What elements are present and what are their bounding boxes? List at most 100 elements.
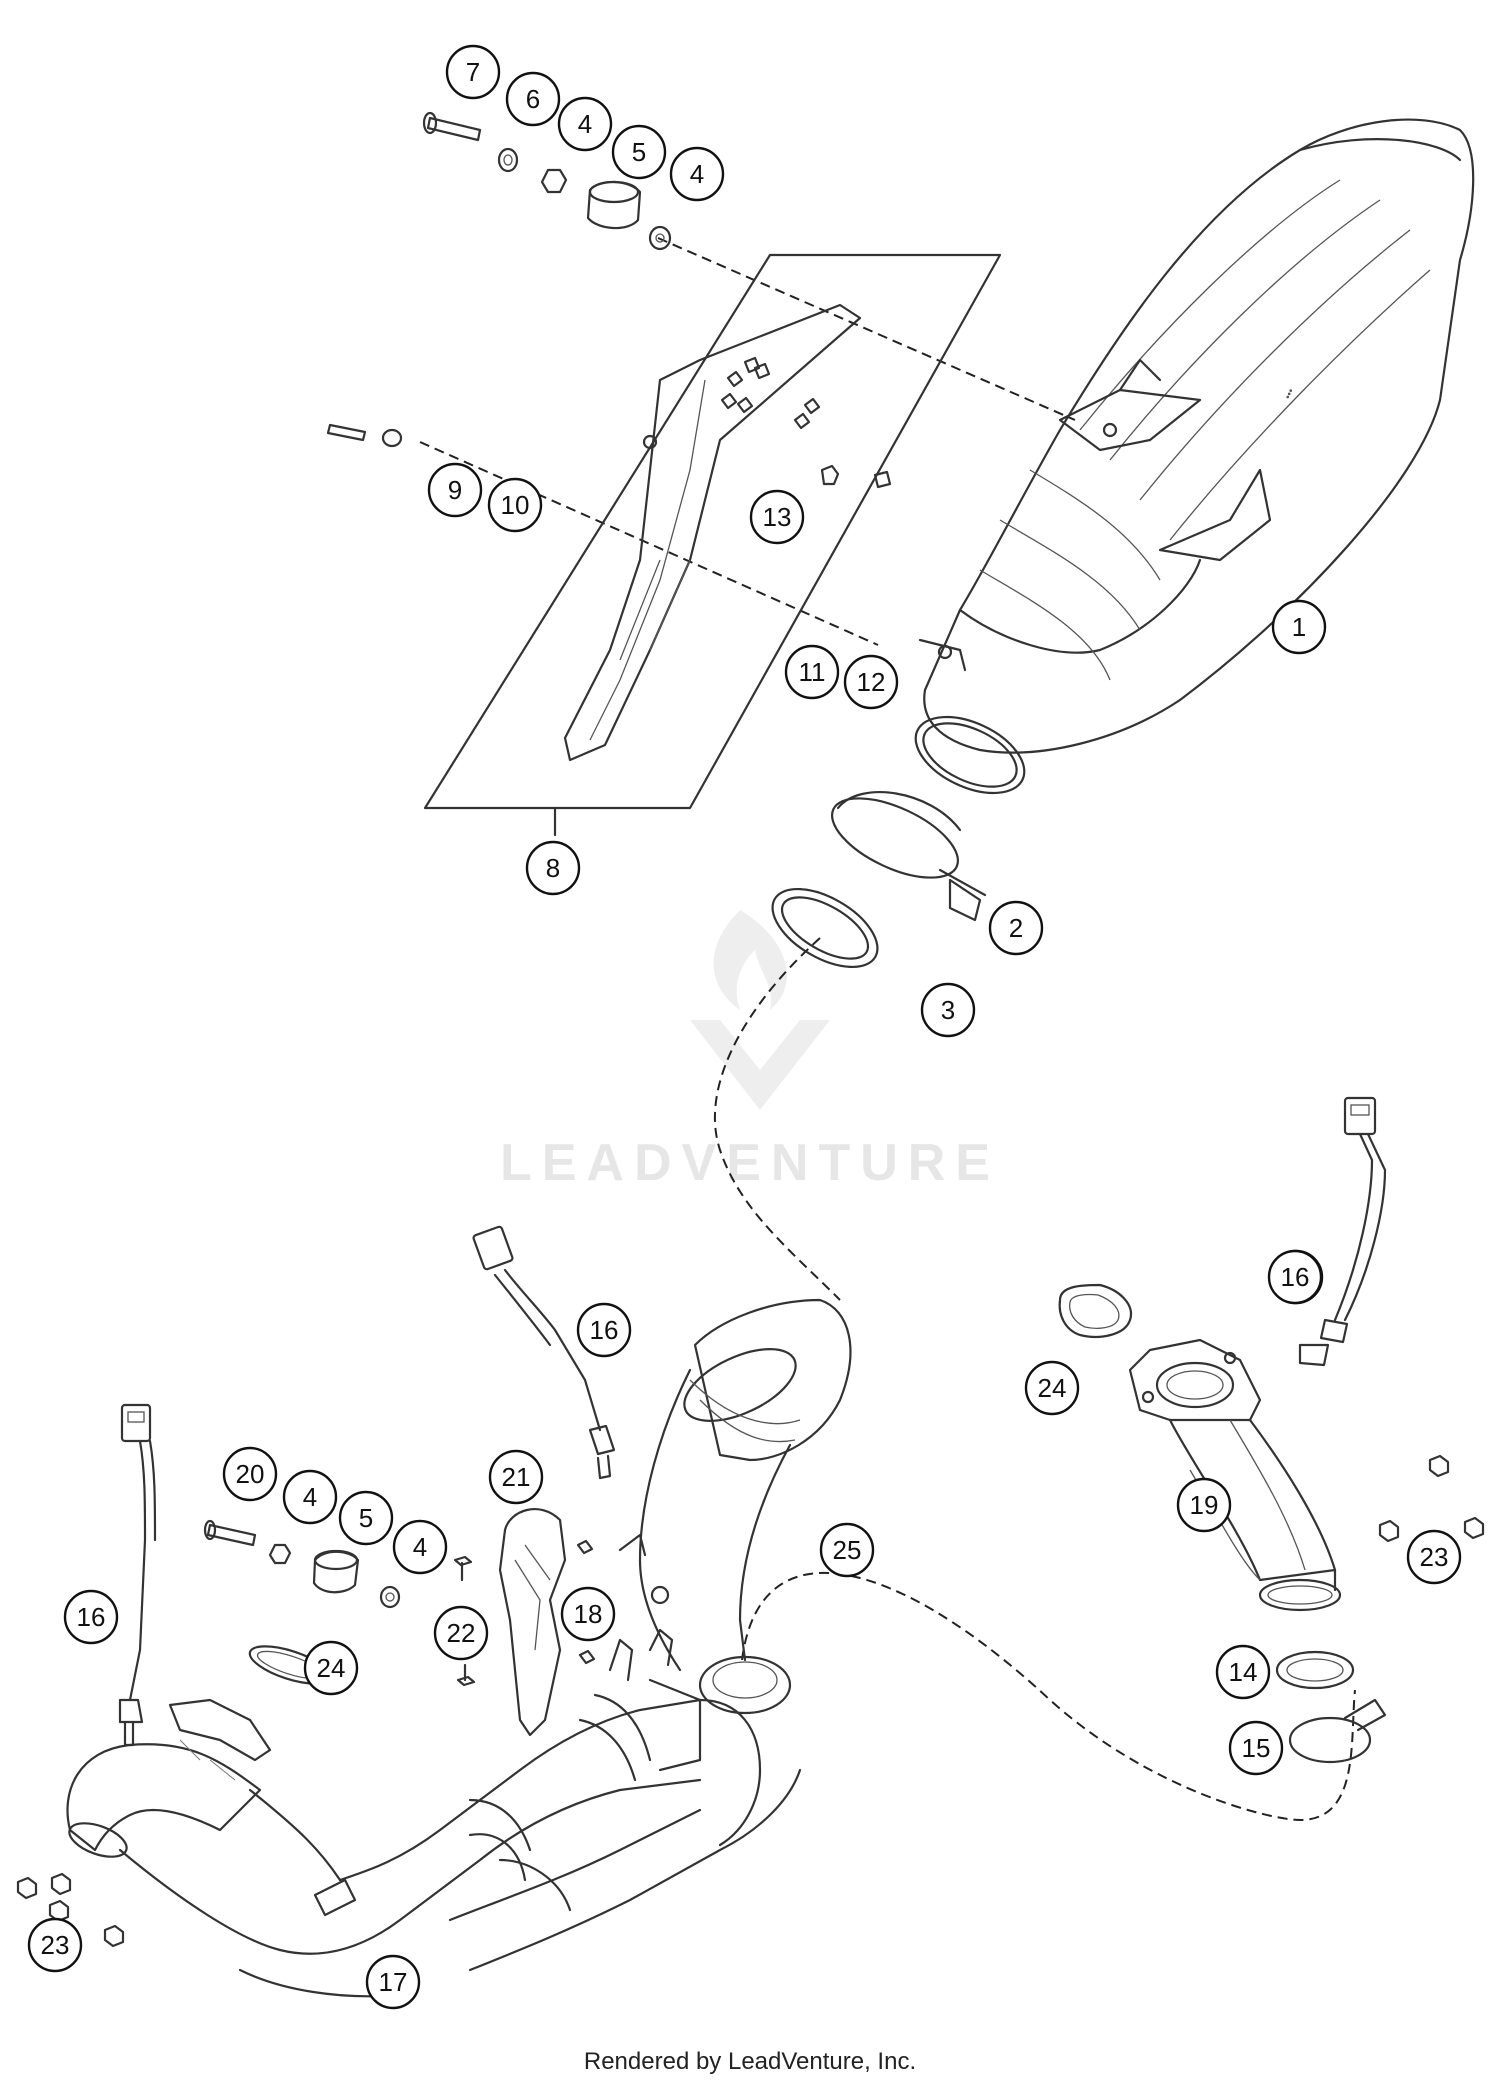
callout-circle xyxy=(445,44,501,100)
header-pipes xyxy=(66,1628,802,1998)
callout-circle xyxy=(576,1302,632,1358)
callout-number: 11 xyxy=(799,657,826,687)
callout-5: 5 xyxy=(611,124,667,180)
callout-6: 6 xyxy=(505,71,561,127)
bracket-mount-hardware xyxy=(203,1519,401,1609)
callout-number: 13 xyxy=(763,502,792,532)
callout-number: 22 xyxy=(447,1618,476,1648)
callout-2: 2 xyxy=(988,900,1044,956)
callout-number: 2 xyxy=(1009,913,1023,943)
watermark: LEADVENTURE xyxy=(500,910,1000,1192)
callout-23: 23 xyxy=(1406,1529,1462,1585)
callout-13: 13 xyxy=(749,489,805,545)
watermark-v-icon xyxy=(690,1020,830,1110)
nuts-left xyxy=(16,1872,125,1948)
callout-4: 4 xyxy=(669,146,725,202)
callout-number: 23 xyxy=(41,1930,70,1960)
callout-number: 15 xyxy=(1242,1733,1271,1763)
callout-circle xyxy=(505,71,561,127)
oxygen-sensor-right xyxy=(1298,1096,1387,1367)
small-heat-shield xyxy=(498,1508,567,1737)
callout-circle xyxy=(1406,1529,1462,1585)
callout-number: 18 xyxy=(574,1599,603,1629)
callout-10: 10 xyxy=(487,477,543,533)
svg-text:•••: ••• xyxy=(1283,387,1298,402)
callout-circle xyxy=(222,1446,278,1502)
callout-24: 24 xyxy=(303,1640,359,1696)
callout-number: 23 xyxy=(1420,1542,1449,1572)
callout-25: 25 xyxy=(819,1522,875,1578)
callout-4: 4 xyxy=(557,96,613,152)
callout-21: 21 xyxy=(488,1449,544,1505)
callout-circle xyxy=(819,1522,875,1578)
callout-circle xyxy=(1024,1360,1080,1416)
callout-circle xyxy=(669,146,725,202)
callout-circle xyxy=(1215,1644,1271,1700)
callout-number: 3 xyxy=(941,995,955,1025)
callout-circle xyxy=(611,124,667,180)
heat-shield xyxy=(563,303,862,762)
callout-circle xyxy=(988,900,1044,956)
callout-15: 15 xyxy=(1228,1720,1284,1776)
muffler-mount-hardware xyxy=(422,111,672,251)
callout-number: 16 xyxy=(590,1315,619,1345)
callout-16: 16 xyxy=(1267,1249,1323,1305)
callout-circle xyxy=(1267,1249,1323,1305)
watermark-text: LEADVENTURE xyxy=(500,1134,1000,1192)
callout-number: 20 xyxy=(236,1459,265,1489)
callout-number: 24 xyxy=(1038,1373,1067,1403)
mid-pipe xyxy=(618,1298,852,1672)
callout-circle xyxy=(749,489,805,545)
callout-number: 10 xyxy=(501,490,530,520)
callout-number: 9 xyxy=(448,475,462,505)
callout-11: 11 xyxy=(784,644,840,700)
callout-circle xyxy=(488,1449,544,1505)
callout-circle xyxy=(365,1954,421,2010)
callout-circle xyxy=(843,654,899,710)
callout-4: 4 xyxy=(282,1469,338,1525)
callout-number: 4 xyxy=(690,159,704,189)
callout-19: 19 xyxy=(1176,1477,1232,1533)
right-exhaust-manifold xyxy=(1128,1338,1342,1612)
callout-17: 17 xyxy=(365,1954,421,2010)
callout-16: 16 xyxy=(63,1589,119,1645)
leader-lines xyxy=(419,237,1356,1822)
callout-12: 12 xyxy=(843,654,899,710)
callout-1: 1 xyxy=(1271,599,1327,655)
heat-shield-kit-frame xyxy=(423,253,1002,837)
callout-circle xyxy=(338,1490,394,1546)
callout-20: 20 xyxy=(222,1446,278,1502)
callout-number: 12 xyxy=(857,667,886,697)
callout-number: 6 xyxy=(526,84,540,114)
right-gasket-and-clamp xyxy=(1275,1650,1387,1764)
nuts-right xyxy=(1378,1454,1485,1543)
callout-9: 9 xyxy=(427,462,483,518)
callout-4: 4 xyxy=(392,1519,448,1575)
callout-circle xyxy=(392,1519,448,1575)
callout-number: 1 xyxy=(1292,612,1306,642)
callout-circle xyxy=(1271,599,1327,655)
oxygen-sensor-center xyxy=(472,1225,616,1480)
callout-labels: 7645491013111218231616162420454212519231… xyxy=(27,44,1462,2010)
callout-circle xyxy=(63,1589,119,1645)
callout-circle xyxy=(282,1469,338,1525)
callout-number: 16 xyxy=(1281,1262,1310,1292)
callout-circle xyxy=(784,644,840,700)
callout-circle xyxy=(427,462,483,518)
callout-number: 24 xyxy=(317,1653,346,1683)
callout-22: 22 xyxy=(433,1605,489,1661)
muffler-clamp xyxy=(830,791,987,922)
callout-number: 25 xyxy=(833,1535,862,1565)
callout-number: 5 xyxy=(359,1503,373,1533)
callout-number: 19 xyxy=(1190,1490,1219,1520)
callout-circle xyxy=(920,982,976,1038)
callout-number: 8 xyxy=(546,853,560,883)
callout-number: 4 xyxy=(578,109,592,139)
callout-number: 7 xyxy=(466,57,480,87)
callout-number: 4 xyxy=(413,1532,427,1562)
heat-shield-bolt xyxy=(326,423,403,448)
heat-shield-clips xyxy=(720,356,821,430)
callout-5: 5 xyxy=(338,1490,394,1546)
callout-number: 14 xyxy=(1229,1657,1258,1687)
